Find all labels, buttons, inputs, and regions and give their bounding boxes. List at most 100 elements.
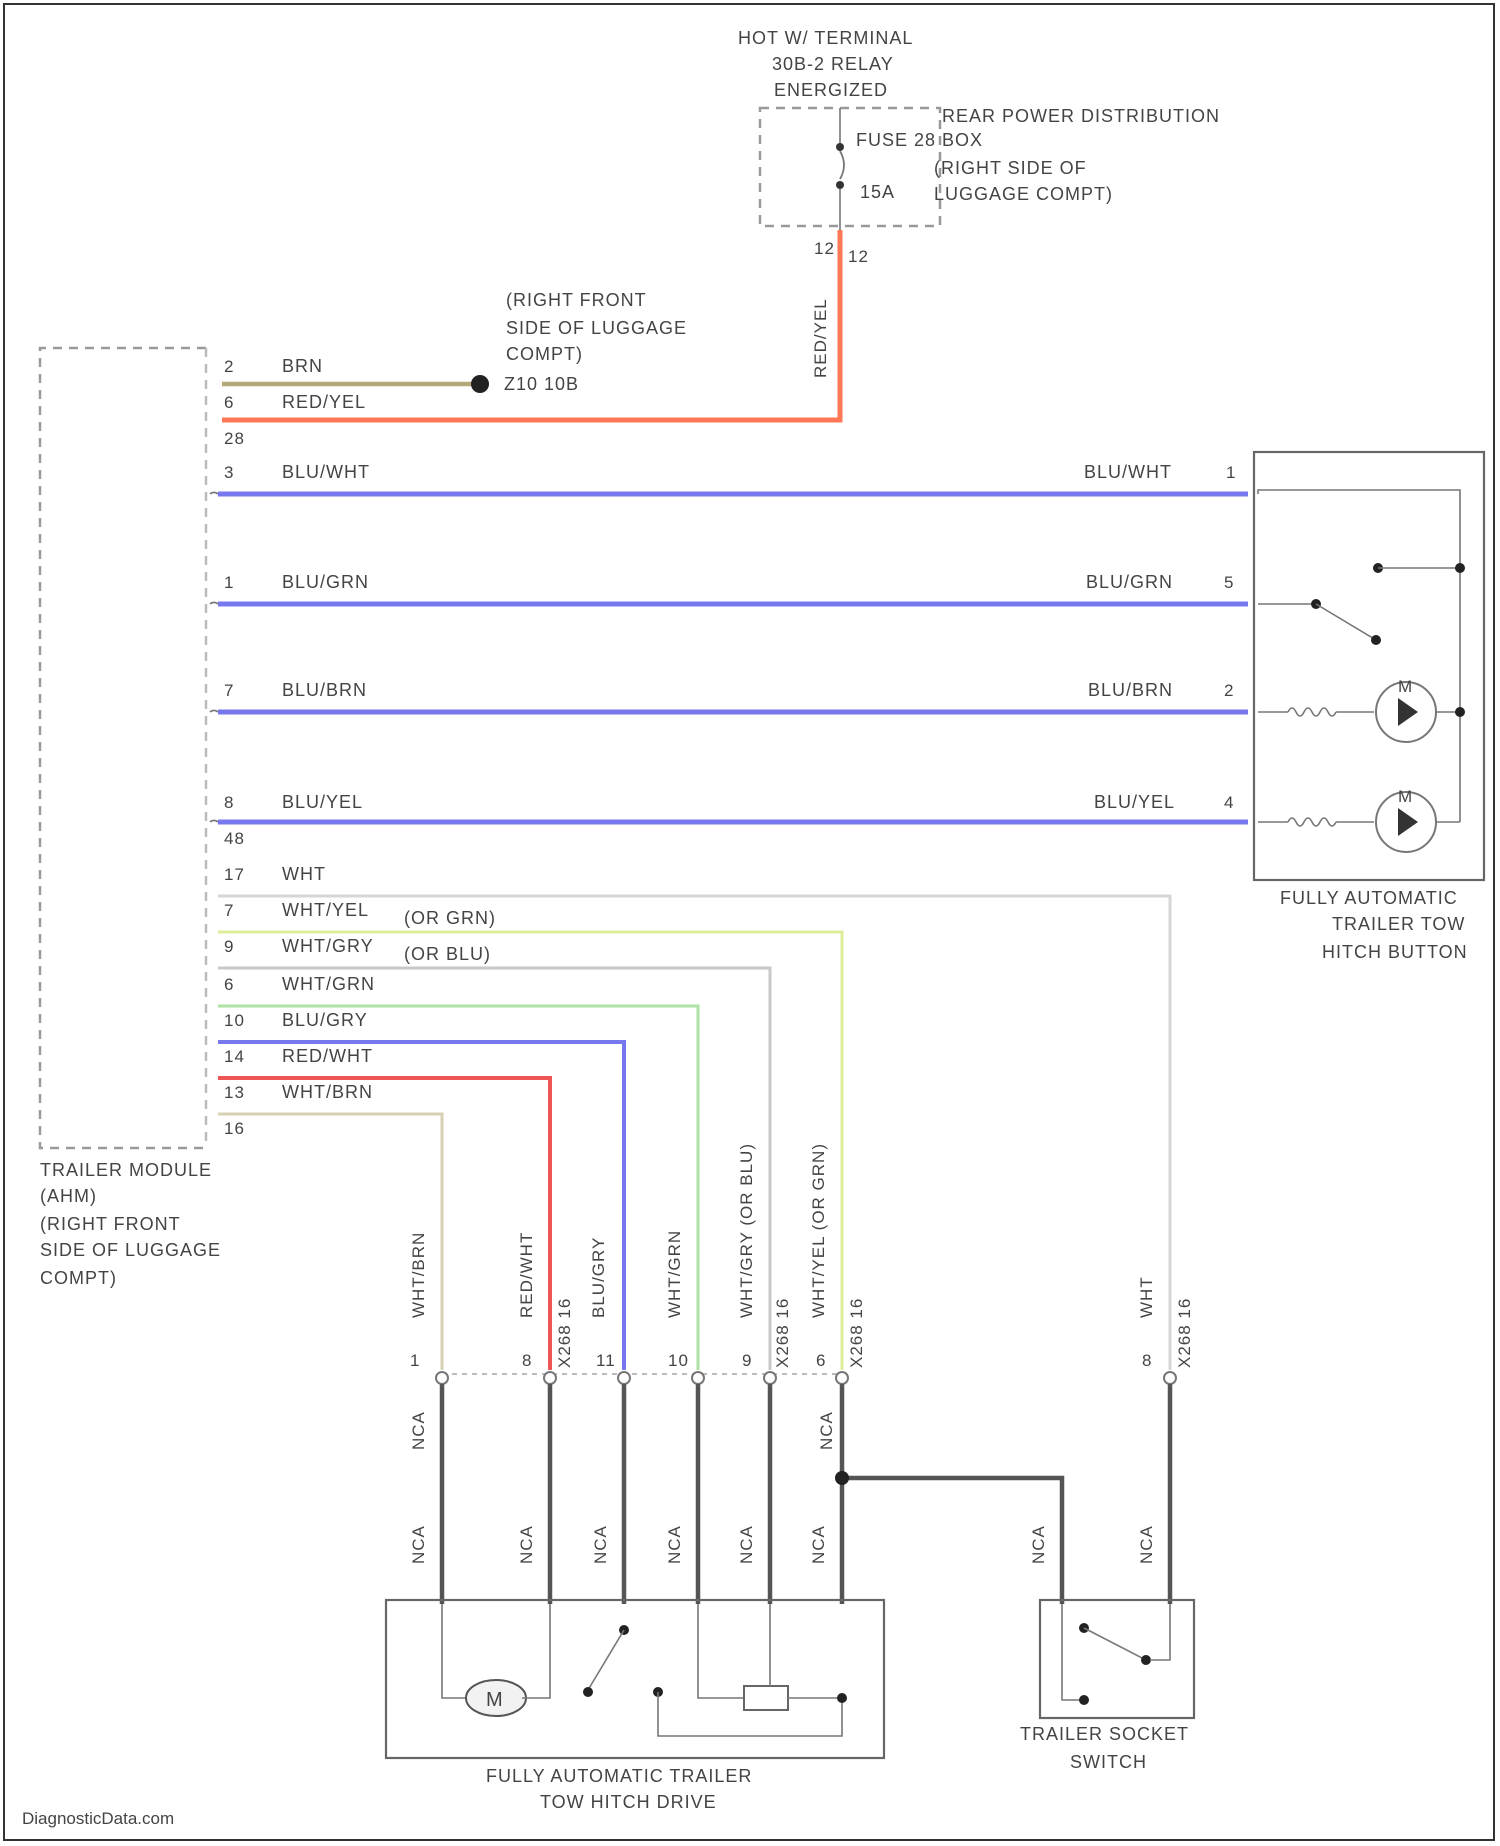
ground-label: (RIGHT FRONT SIDE OF LUGGAGE COMPT) Z10 … xyxy=(504,290,687,394)
pin-label: 9 xyxy=(224,937,234,956)
button-title-3: HITCH BUTTON xyxy=(1322,942,1468,962)
drop-pin-label: 8 xyxy=(1142,1351,1152,1370)
drive-switch-icon xyxy=(588,1630,624,1690)
ground-point-icon xyxy=(471,375,489,393)
switch-title-1: TRAILER SOCKET xyxy=(1020,1724,1189,1744)
nca-label: NCA xyxy=(737,1525,756,1564)
drop-pin-label: 10 xyxy=(668,1351,689,1370)
wire-color-label: WHT/GRN xyxy=(282,974,375,994)
vertical-wire-label: RED/YEL xyxy=(811,298,830,378)
distribution-label-4: LUGGAGE COMPT) xyxy=(934,184,1113,204)
nca-label: NCA xyxy=(409,1525,428,1564)
drop-wire-label: WHT/YEL (OR GRN) xyxy=(809,1143,828,1318)
pin-label: 14 xyxy=(224,1047,245,1066)
nca-wires xyxy=(442,1384,1170,1604)
wire-color-label: WHT/YEL xyxy=(282,900,369,920)
pin-label: 1 xyxy=(224,573,234,592)
drop-connector-label: X268 16 xyxy=(773,1298,792,1368)
module-title-5: COMPT) xyxy=(40,1268,117,1288)
top-supply: HOT W/ TERMINAL 30B-2 RELAY ENERGIZED FU… xyxy=(738,28,1220,378)
drive-title-2: TOW HITCH DRIVE xyxy=(540,1792,717,1812)
button-title-2: TRAILER TOW xyxy=(1332,914,1465,934)
trailer-module-box xyxy=(40,348,206,1148)
drop-labels: WHT/BRN RED/WHT BLU/GRY WHT/GRN WHT/GRY … xyxy=(409,1143,1194,1370)
nca-label: NCA xyxy=(1137,1525,1156,1564)
wire-color-label: BLU/WHT xyxy=(282,462,370,482)
distribution-box xyxy=(760,108,940,226)
module-title-1: TRAILER MODULE xyxy=(40,1160,212,1180)
button-wires: BLU/WHT 1 BLU/GRN 5 BLU/BRN 2 BLU/YEL 4 xyxy=(210,462,1248,822)
drop-connector-label: X268 16 xyxy=(1175,1298,1194,1368)
module-title-4: SIDE OF LUGGAGE xyxy=(40,1240,221,1260)
button-pin-label: 4 xyxy=(1224,793,1234,812)
nca-label: NCA xyxy=(817,1411,836,1450)
button-wire-label: BLU/WHT xyxy=(1084,462,1172,482)
nca-label: NCA xyxy=(1029,1525,1048,1564)
tow-hitch-drive-component: M FULLY AUTOMATIC TRAILER TOW HITCH DRIV… xyxy=(386,1600,884,1812)
indicator-symbol: M xyxy=(1398,677,1413,696)
switch-title-2: SWITCH xyxy=(1070,1752,1147,1772)
red-wht-wire xyxy=(218,1078,550,1370)
button-pin-label: 2 xyxy=(1224,681,1234,700)
drop-wire-label: BLU/GRY xyxy=(589,1237,608,1318)
button-switch-icon xyxy=(1316,604,1376,640)
drop-pin-label: 8 xyxy=(522,1351,532,1370)
drive-title-1: FULLY AUTOMATIC TRAILER xyxy=(486,1766,752,1786)
button-wire-label: BLU/YEL xyxy=(1094,792,1175,812)
resistor-icon xyxy=(1288,818,1336,826)
motor-symbol: M xyxy=(486,1689,503,1711)
wire-color-label: BLU/GRY xyxy=(282,1010,368,1030)
pin-label: 3 xyxy=(224,463,234,482)
drop-wire-label: WHT xyxy=(1137,1276,1156,1318)
button-pin-label: 1 xyxy=(1226,463,1236,482)
drop-wire-label: WHT/GRN xyxy=(665,1230,684,1318)
module-title-2: (AHM) xyxy=(40,1186,97,1206)
fuse-rating: 15A xyxy=(860,182,895,202)
ground-id: Z10 10B xyxy=(504,374,579,394)
button-pin-label: 5 xyxy=(1224,573,1234,592)
pin-label: 2 xyxy=(224,357,234,376)
nca-label: NCA xyxy=(665,1525,684,1564)
hitch-button-component: M M FULLY AUTOMATIC TRAILER TOW HITCH BU… xyxy=(1254,452,1484,962)
fuse-icon xyxy=(840,151,844,179)
indicator-symbol: M xyxy=(1398,787,1413,806)
wire-color-label: BLU/YEL xyxy=(282,792,363,812)
trailer-module-title: TRAILER MODULE (AHM) (RIGHT FRONT SIDE O… xyxy=(40,1160,221,1288)
nca-label: NCA xyxy=(409,1411,428,1450)
wire-alt-note: (OR GRN) xyxy=(404,908,496,928)
drop-pin-label: 6 xyxy=(816,1351,826,1370)
button-title-1: FULLY AUTOMATIC xyxy=(1280,888,1458,908)
resistor-icon xyxy=(1288,708,1336,716)
nca-label: NCA xyxy=(809,1525,828,1564)
drop-wire-label: WHT/GRY (OR BLU) xyxy=(737,1143,756,1318)
watermark: DiagnosticData.com xyxy=(22,1809,174,1828)
nca-label: NCA xyxy=(591,1525,610,1564)
pin-label: 17 xyxy=(224,865,245,884)
nca-label: NCA xyxy=(517,1525,536,1564)
relay-coil-icon xyxy=(744,1686,788,1710)
module-title-3: (RIGHT FRONT xyxy=(40,1214,181,1234)
hot-label-line-3: ENERGIZED xyxy=(774,80,888,100)
drop-pin-label: 1 xyxy=(410,1351,420,1370)
fuse-label: FUSE 28 xyxy=(856,130,936,150)
pin-label: 6 xyxy=(224,393,234,412)
pin-label: 7 xyxy=(224,901,234,920)
wire-color-label: RED/WHT xyxy=(282,1046,373,1066)
ground-location-3: COMPT) xyxy=(506,344,583,364)
wire-color-label: BLU/GRN xyxy=(282,572,369,592)
module-pin-list: 2 BRN 6 RED/YEL 28 3 BLU/WHT 1 BLU/GRN 7… xyxy=(224,356,496,1138)
drop-connector-label: X268 16 xyxy=(847,1298,866,1368)
hot-label-line-2: 30B-2 RELAY xyxy=(772,54,894,74)
drop-pin-label: 9 xyxy=(742,1351,752,1370)
trailer-socket-switch-component: TRAILER SOCKET SWITCH xyxy=(1020,1600,1194,1772)
lower-wires xyxy=(218,896,1170,1370)
drop-wire-label: RED/WHT xyxy=(517,1232,536,1318)
fuse-node-top xyxy=(836,143,844,151)
button-wire-label: BLU/GRN xyxy=(1086,572,1173,592)
nca-labels: NCA NCA NCA NCA NCA NCA NCA NCA NCA NCA xyxy=(409,1411,1156,1564)
distribution-label-1: REAR POWER DISTRIBUTION xyxy=(942,106,1220,126)
connector-id: 12 xyxy=(848,247,869,266)
splice-node xyxy=(835,1471,849,1485)
